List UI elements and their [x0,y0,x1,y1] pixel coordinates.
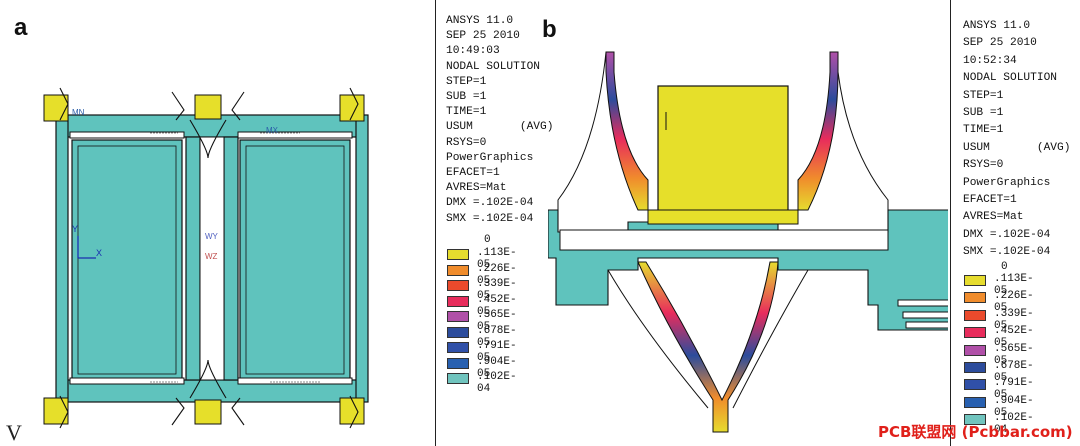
anchor-top-left [43,94,69,122]
corner-letter: V [6,420,22,445]
legend-swatch [964,361,986,373]
legend-swatch [447,373,469,384]
center-left-beam [185,136,201,381]
anchor-bottom-center [194,399,222,425]
panel-a-divider [435,0,436,446]
left-rail [55,114,69,403]
min-marker: MN [72,108,85,117]
left-proof-mass [71,139,183,381]
lower-v-flexure [637,261,779,433]
panel-a-fem-mesh [43,87,369,429]
legend-swatch [447,357,469,369]
legend-swatch [447,249,469,260]
legend-swatch [447,342,469,353]
triad-y-label: Y [72,224,79,234]
central-mass [657,85,789,219]
inner-gap [559,229,889,251]
legend-b-zero: 0 [1001,261,1008,273]
panel-b-label: b [542,16,557,43]
legend-swatch [447,326,469,338]
legend-swatch [964,309,986,321]
upper-right-flexure [797,51,839,211]
legend-swatch [964,414,986,426]
legend-swatch [964,344,986,356]
legend-swatch [964,275,986,286]
legend-swatch [447,311,469,322]
triad-x-label: X [96,248,103,258]
panel-b-divider [950,0,951,446]
legend-swatch [964,292,986,304]
wy-marker: WY [205,232,218,241]
panel-a-label: a [14,14,28,41]
watermark: PCB联盟网 (Pcbbar.com) [878,423,1073,441]
upper-left-flexure [605,51,649,211]
legend-swatch [964,327,986,339]
legend-swatch [964,379,986,391]
anchor-top-center [194,94,222,120]
legend-swatch [447,264,469,276]
center-right-beam [223,136,239,381]
legend-a-zero: 0 [484,234,491,246]
wz-marker: WZ [205,252,218,261]
right-proof-mass [239,139,351,381]
max-marker: MX [266,126,278,135]
anchor-bottom-right [339,397,365,425]
legend-swatch [964,396,986,408]
panel-b-fem-spring [548,51,948,433]
legend-swatch [447,280,469,291]
right-rail [355,114,369,403]
legend-swatch [447,295,469,307]
